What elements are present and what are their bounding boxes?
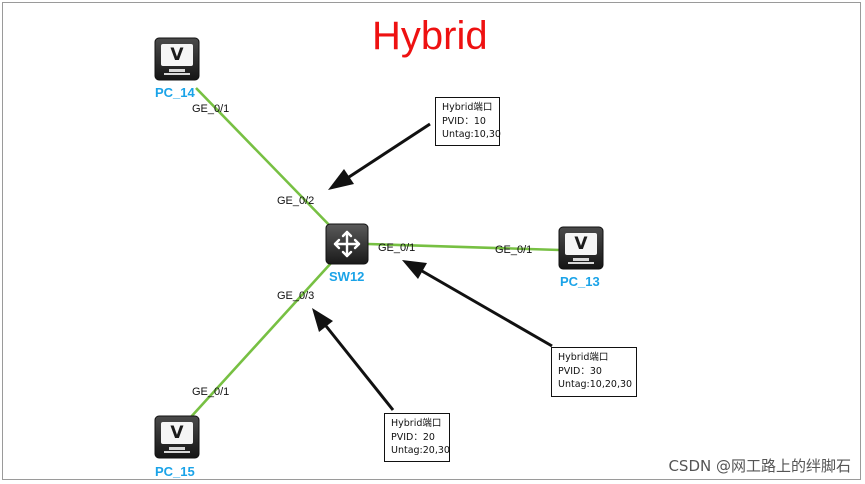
note-ge03-hybrid: Hybrid端口 PVID：20 Untag:20,30	[384, 413, 450, 462]
note-ge03-line2: PVID：20	[391, 431, 435, 443]
arrow-note-ge03	[312, 308, 395, 411]
note-ge01-line1: Hybrid端口	[558, 352, 609, 363]
diagram-title: Hybrid	[372, 14, 488, 58]
port-label-pc15: GE_0/1	[192, 386, 230, 398]
port-label-pc13: GE_0/1	[495, 244, 533, 256]
note-ge01-line3: Untag:10,20,30	[558, 379, 633, 390]
note-ge01-hybrid: Hybrid端口 PVID：30 Untag:10,20,30	[551, 347, 637, 397]
note-ge03-line1: Hybrid端口	[391, 418, 442, 429]
note-ge02-hybrid: Hybrid端口 PVID：10 Untag:10,30	[435, 97, 501, 146]
pc14-label: PC_14	[155, 85, 195, 100]
pc14-monitor-icon[interactable]	[154, 37, 200, 81]
watermark: CSDN @网工路上的绊脚石	[668, 457, 851, 475]
arrow-note-ge01	[402, 260, 553, 348]
note-ge02-line3: Untag:10,30	[442, 129, 501, 140]
pc13-glyph: V	[574, 234, 588, 254]
link-sw12-pc15	[189, 261, 333, 419]
sw12-label: SW12	[329, 269, 365, 284]
arrow-note-ge02	[328, 122, 431, 190]
port-label-sw-ge03: GE_0/3	[277, 290, 315, 302]
link-pc14-sw12	[195, 87, 335, 231]
link-sw12-pc13	[367, 242, 561, 252]
pc15-label: PC_15	[155, 464, 195, 479]
port-label-pc14: GE_0/1	[192, 103, 230, 115]
note-ge02-line2: PVID：10	[442, 115, 486, 127]
note-ge03-line3: Untag:20,30	[391, 445, 450, 456]
note-ge01-line2: PVID：30	[558, 365, 602, 377]
port-label-sw-ge01: GE_0/1	[378, 242, 416, 254]
pc15-monitor-icon[interactable]	[154, 415, 200, 459]
pc13-monitor-icon[interactable]	[558, 226, 604, 270]
port-label-sw-ge02: GE_0/2	[277, 195, 315, 207]
pc14-glyph: V	[170, 45, 184, 65]
pc13-label: PC_13	[560, 274, 600, 289]
pc15-glyph: V	[170, 423, 184, 443]
switch-icon[interactable]	[325, 223, 369, 265]
note-ge02-line1: Hybrid端口	[442, 102, 493, 113]
